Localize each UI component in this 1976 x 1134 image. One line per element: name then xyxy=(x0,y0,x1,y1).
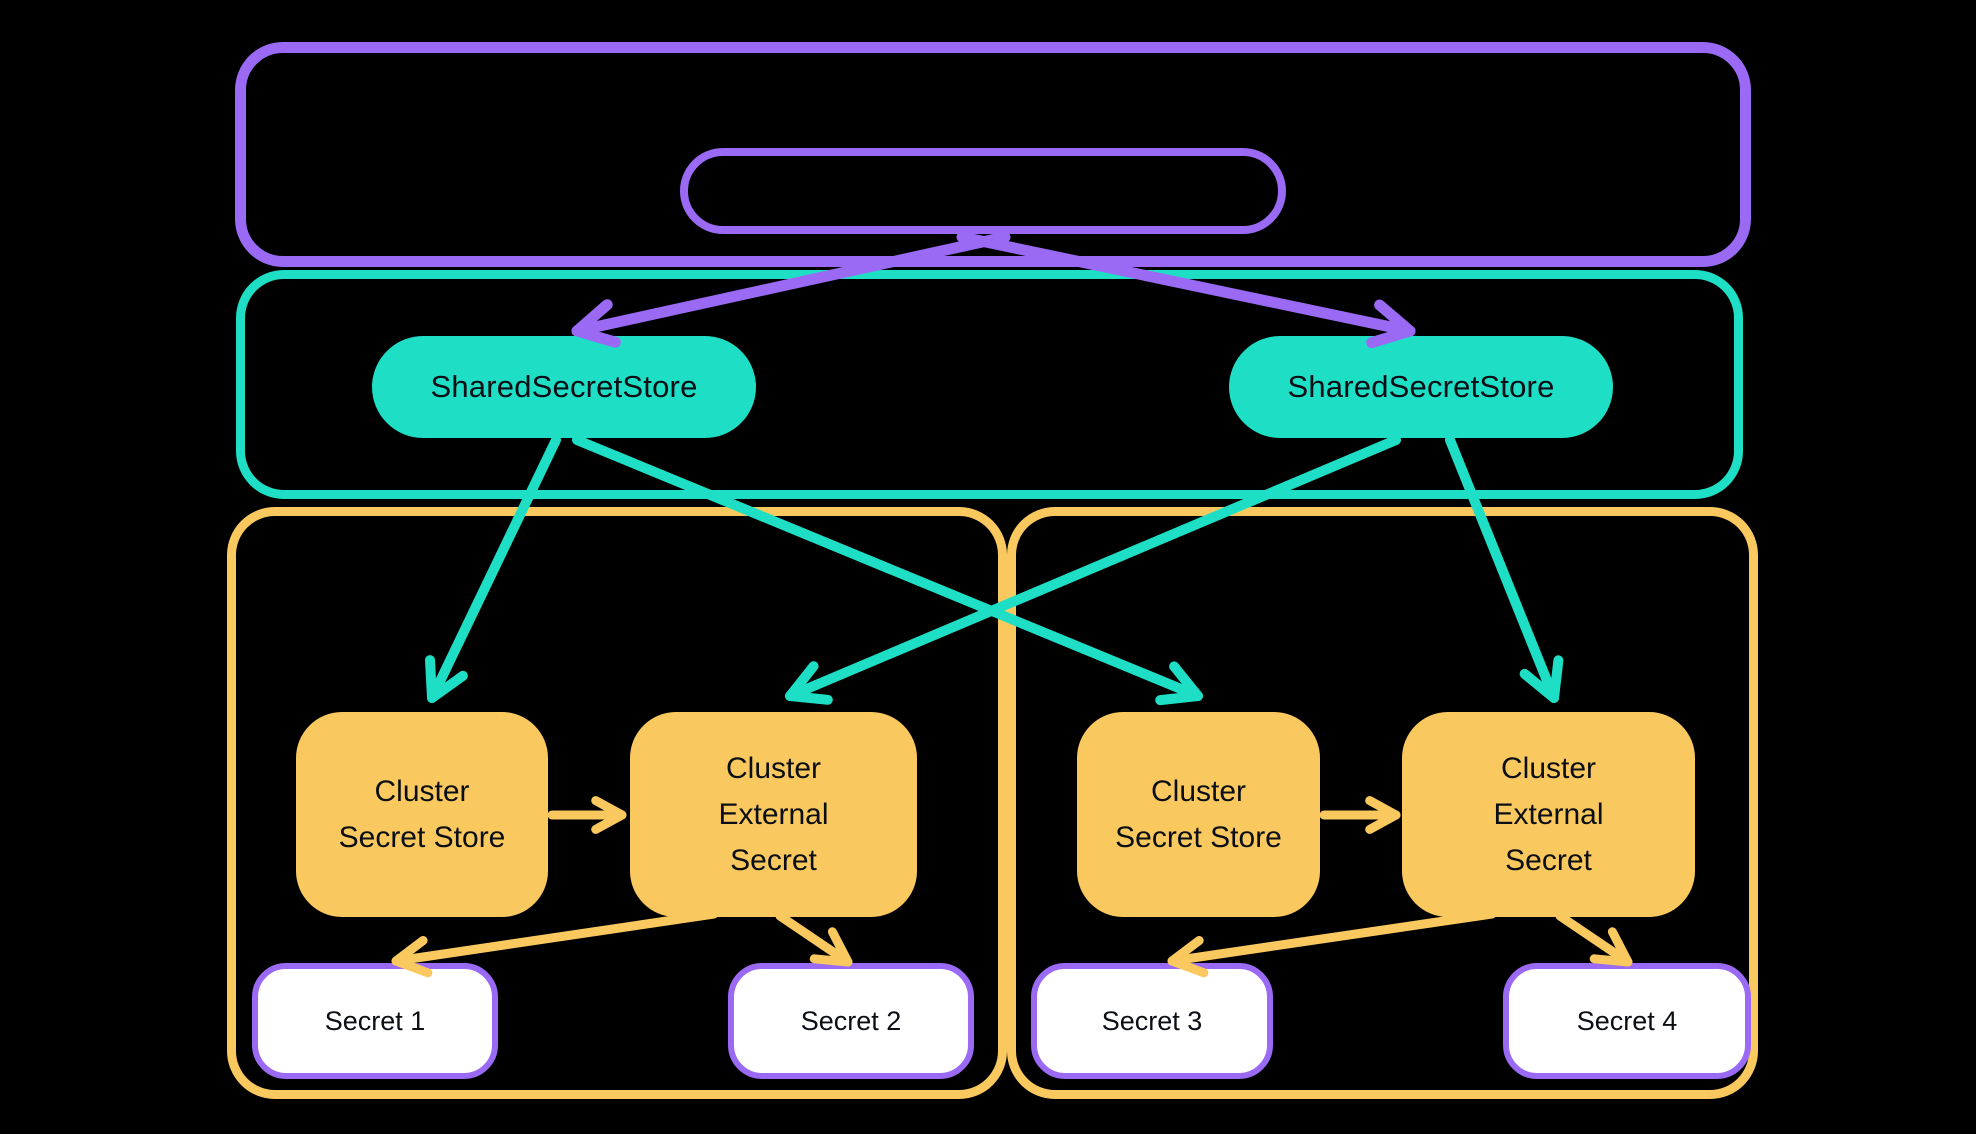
cluster-secret-store-box-2: Cluster Secret Store xyxy=(1077,712,1320,917)
secret-label: Secret 3 xyxy=(1101,1005,1203,1036)
cluster-external-secret-label: Cluster External Secret xyxy=(1493,751,1604,877)
secret-pill-2: Secret 2 xyxy=(728,963,974,1079)
cluster-secret-store-label: Cluster Secret Store xyxy=(338,774,506,854)
secret-label: Secret 4 xyxy=(1576,1005,1678,1036)
secret-label: Secret 1 xyxy=(324,1005,426,1036)
shared-secret-store-pill-2: SharedSecretStore xyxy=(1229,336,1613,438)
cluster-external-secret-box-1: Cluster External Secret xyxy=(630,712,917,917)
secret-pill-1: Secret 1 xyxy=(252,963,498,1079)
shared-secret-store-label: SharedSecretStore xyxy=(1287,369,1555,404)
secret-pill-3: Secret 3 xyxy=(1031,963,1273,1079)
secret-pill-4: Secret 4 xyxy=(1503,963,1751,1079)
purple-pill xyxy=(680,148,1286,234)
secret-label: Secret 2 xyxy=(800,1005,902,1036)
shared-secret-store-pill-1: SharedSecretStore xyxy=(372,336,756,438)
cluster-secret-store-box-1: Cluster Secret Store xyxy=(296,712,548,917)
cluster-external-secret-label: Cluster External Secret xyxy=(718,751,829,877)
shared-secret-store-label: SharedSecretStore xyxy=(430,369,698,404)
cluster-secret-store-label: Cluster Secret Store xyxy=(1115,774,1282,854)
cluster-external-secret-box-2: Cluster External Secret xyxy=(1402,712,1695,917)
